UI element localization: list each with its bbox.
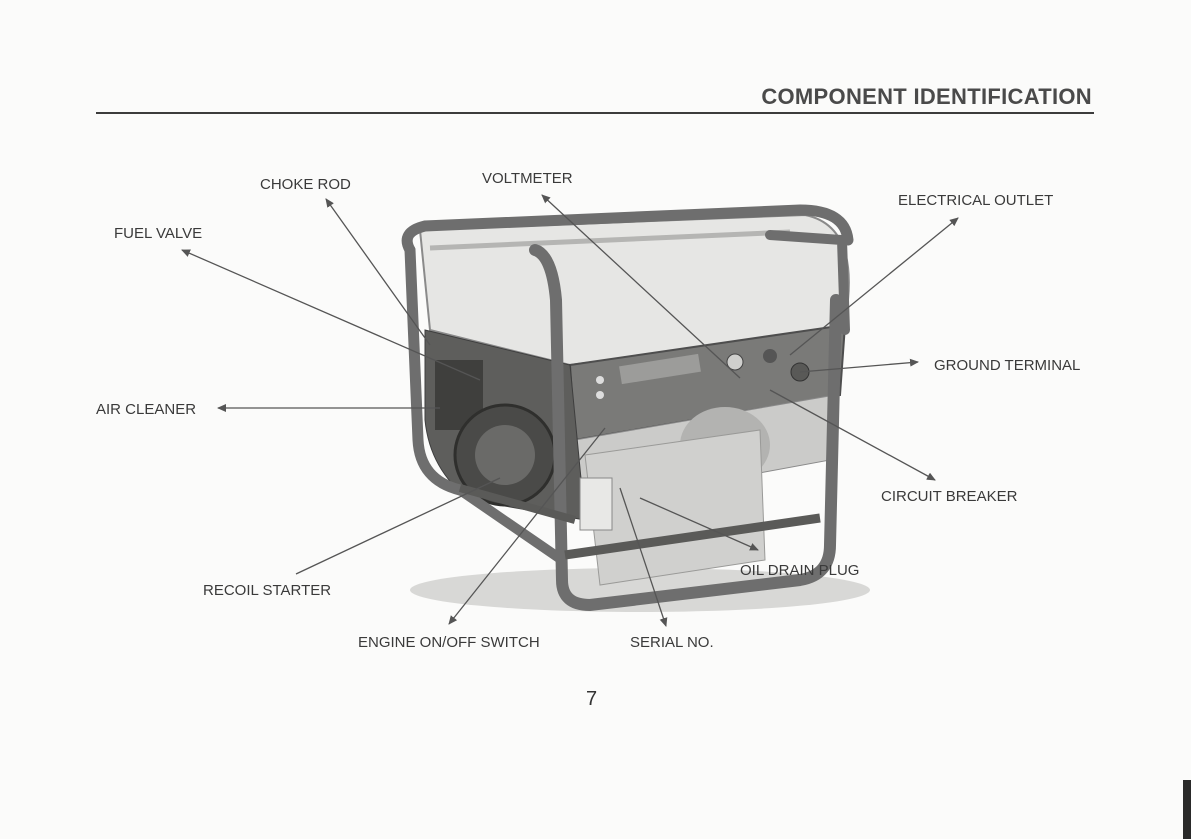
label-electrical-outlet: ELECTRICAL OUTLET [898,192,1053,210]
page-number: 7 [586,688,597,711]
label-air-cleaner: AIR CLEANER [96,401,196,419]
label-engine-switch: ENGINE ON/OFF SWITCH [358,634,540,652]
label-choke-rod: CHOKE ROD [260,176,351,194]
label-ground-terminal: GROUND TERMINAL [934,357,1080,375]
label-fuel-valve: FUEL VALVE [114,225,202,243]
label-recoil-starter: RECOIL STARTER [203,582,331,600]
leader-recoil-starter [296,478,500,574]
generator-image [407,210,870,612]
label-serial-no: SERIAL NO. [630,634,714,652]
label-oil-drain-plug: OIL DRAIN PLUG [740,562,859,580]
label-circuit-breaker: CIRCUIT BREAKER [881,488,1017,506]
label-voltmeter: VOLTMETER [482,170,573,188]
scan-edge-mark [1183,780,1191,839]
